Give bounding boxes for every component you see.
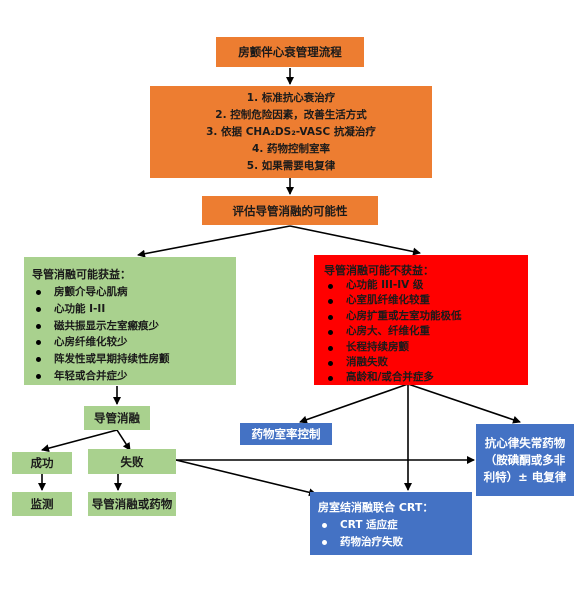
arrow-nobenefit-to-ratecontrol: [299, 383, 409, 424]
evaluate-box: 评估导管消融的可能性: [202, 196, 378, 225]
antiarrhythmic-box: 抗心律失常药物 （胺碘酮或多非 利特）± 电复律: [476, 424, 574, 496]
step-3: 3. 依据 CHA₂DS₂-VASC 抗凝治疗: [206, 125, 376, 138]
av-node-title: 房室结消融联合 CRT：: [318, 501, 434, 514]
title-text: 房颤伴心衰管理流程: [238, 45, 342, 59]
av-node-crt-box: 房室结消融联合 CRT： CRT 适应症 药物治疗失败: [310, 492, 472, 555]
arrow-nobenefit-to-antiarrhythmic: [407, 383, 521, 424]
no-benefit-title: 导管消融可能不获益：: [324, 264, 434, 277]
arrow-ablation-to-success: [41, 429, 118, 453]
no-benefit-item: 长程持续房颤: [324, 340, 522, 355]
step-2: 2. 控制危险因素，改善生活方式: [215, 108, 367, 121]
arrow-evaluate-to-benefit: [137, 225, 291, 258]
title-box: 房颤伴心衰管理流程: [216, 37, 364, 67]
step-1: 1. 标准抗心衰治疗: [246, 91, 336, 104]
benefit-item: 心功能 I-II: [32, 301, 230, 318]
benefit-box: 导管消融可能获益： 房颤介导心肌病 心功能 I-II 磁共振显示左室瘢痕少 心房…: [24, 257, 236, 385]
rate-control-box: 药物室率控制: [240, 423, 332, 445]
no-benefit-item: 心功能 III-IV 级: [324, 278, 522, 293]
benefit-item: 心房纤维化较少: [32, 334, 230, 351]
ablation-or-drug-text: 导管消融或药物: [91, 497, 173, 511]
benefit-item: 阵发性或早期持续性房颤: [32, 351, 230, 368]
failure-text: 失败: [120, 454, 144, 469]
monitor-text: 监测: [30, 497, 54, 511]
antiarrhythmic-line-2: （胺碘酮或多非: [484, 452, 566, 467]
ablation-text: 导管消融: [94, 411, 140, 425]
no-benefit-item: 心房大、纤维化重: [324, 324, 522, 339]
success-box: 成功: [12, 452, 72, 474]
rate-control-text: 药物室率控制: [251, 427, 321, 441]
no-benefit-item: 高龄和/或合并症多: [324, 370, 522, 385]
arrow-failure-to-av-node: [175, 459, 317, 497]
no-benefit-box: 导管消融可能不获益： 心功能 III-IV 级 心室肌纤维化较重 心房扩重或左室…: [314, 255, 528, 385]
ablation-box: 导管消融: [84, 406, 150, 430]
benefit-item: 年轻或合并症少: [32, 368, 230, 385]
evaluate-text: 评估导管消融的可能性: [232, 203, 348, 218]
antiarrhythmic-line-1: 抗心律失常药物: [484, 435, 566, 450]
failure-box: 失败: [88, 449, 176, 474]
step-5: 5. 如果需要电复律: [246, 159, 336, 172]
benefit-item: 磁共振显示左室瘢痕少: [32, 318, 230, 335]
arrow-evaluate-to-no-benefit: [289, 225, 421, 256]
success-text: 成功: [30, 456, 54, 470]
benefit-item: 房颤介导心肌病: [32, 284, 230, 301]
av-node-item: CRT 适应症: [318, 517, 466, 534]
ablation-or-drug-box: 导管消融或药物: [88, 492, 176, 516]
benefit-title: 导管消融可能获益：: [32, 268, 131, 281]
management-steps-box: 1. 标准抗心衰治疗 2. 控制危险因素，改善生活方式 3. 依据 CHA₂DS…: [150, 86, 432, 178]
arrow-ablation-to-failure: [116, 429, 131, 451]
no-benefit-item: 心房扩重或左室功能极低: [324, 309, 522, 324]
av-node-item: 药物治疗失败: [318, 534, 466, 551]
no-benefit-item: 消融失败: [324, 355, 522, 370]
monitor-box: 监测: [12, 492, 72, 516]
no-benefit-item: 心室肌纤维化较重: [324, 293, 522, 308]
antiarrhythmic-line-3: 利特）± 电复律: [483, 469, 567, 484]
step-4: 4. 药物控制室率: [252, 142, 330, 155]
